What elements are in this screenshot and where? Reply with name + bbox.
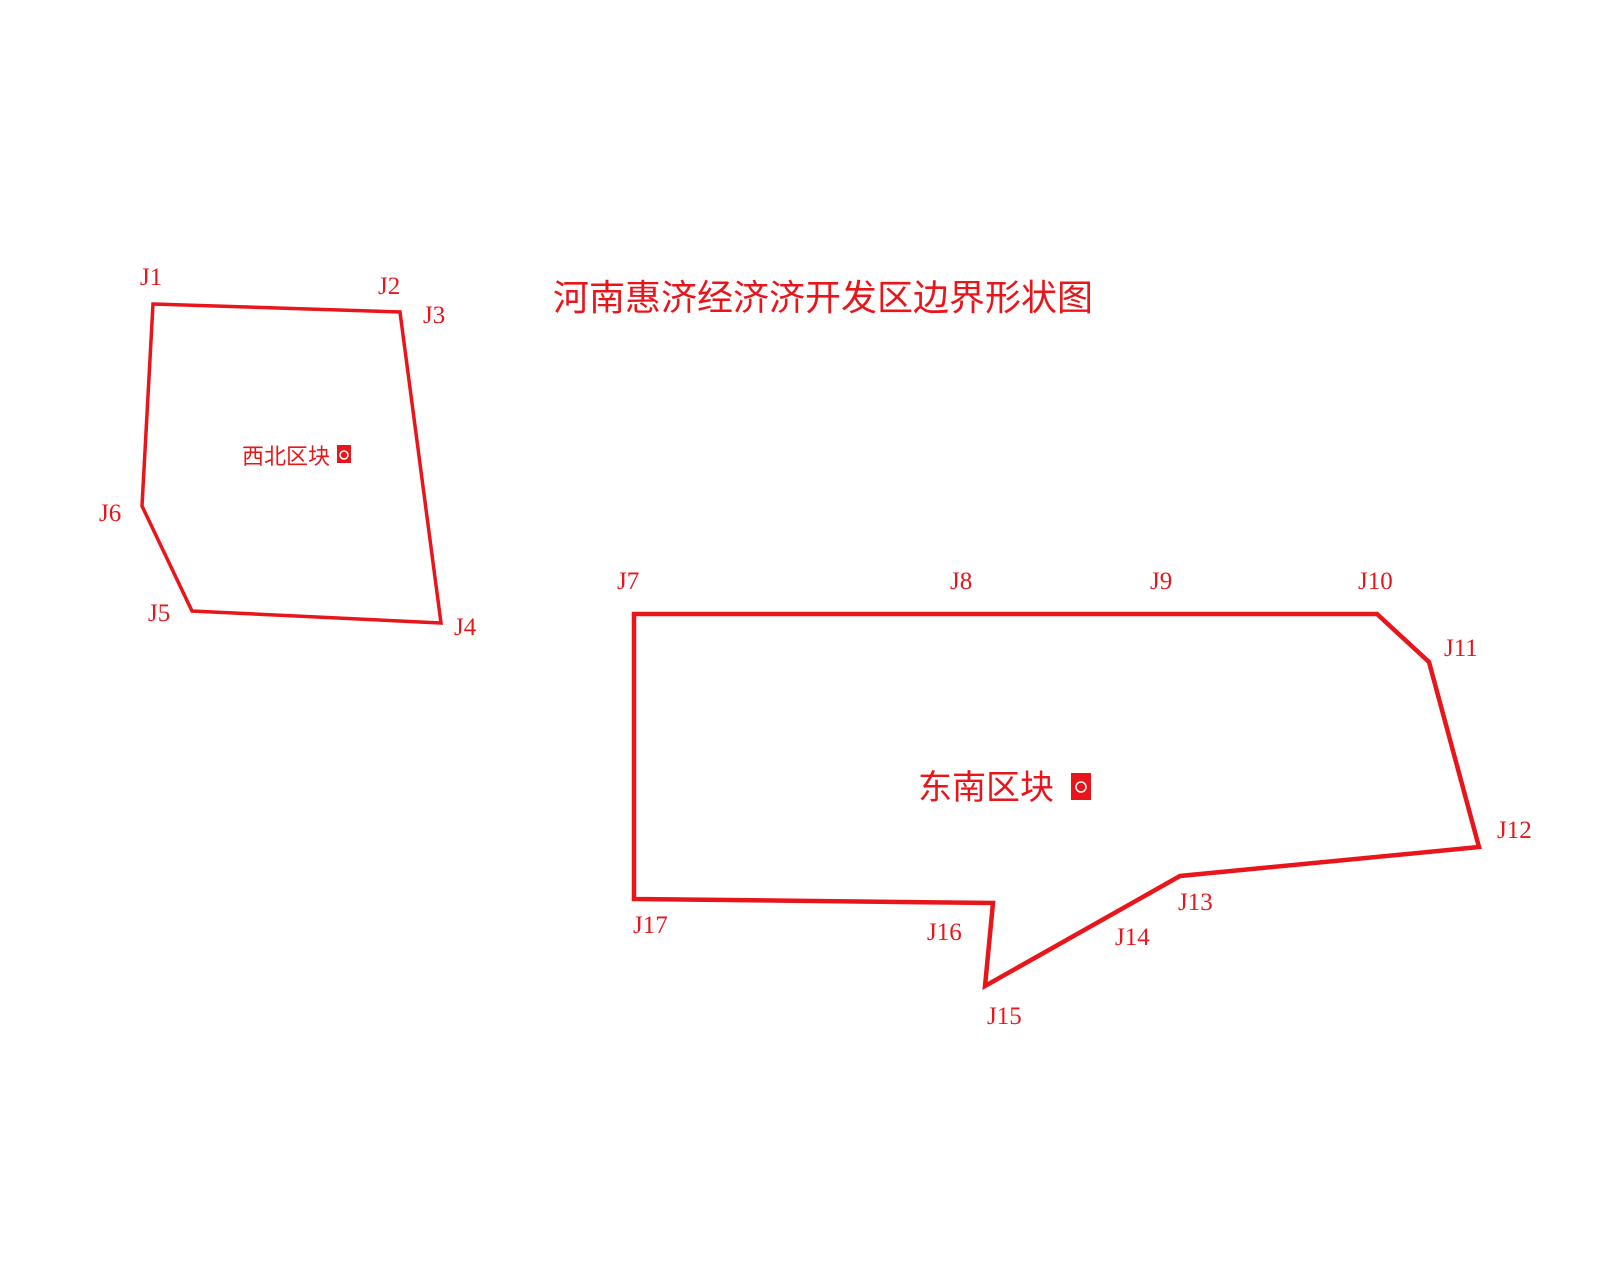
northwest-block-marker-icon — [337, 445, 351, 463]
vertex-label-j11: J11 — [1444, 635, 1478, 662]
vertex-label-j14: J14 — [1115, 924, 1150, 951]
northwest-block-label: 西北区块 — [242, 445, 330, 470]
southeast-block-label: 东南区块 — [918, 768, 1054, 808]
northwest-block-boundary — [140, 302, 444, 625]
vertex-label-j15: J15 — [987, 1003, 1022, 1030]
southeast-block-boundary — [631, 611, 1482, 991]
vertex-label-j16: J16 — [927, 919, 962, 946]
vertex-label-j7: J7 — [617, 568, 639, 595]
vertex-label-j2: J2 — [378, 273, 400, 300]
map-title: 河南惠济经济济开发区边界形状图 — [553, 278, 1093, 319]
vertex-label-j4: J4 — [454, 614, 477, 641]
vertex-label-j12: J12 — [1497, 817, 1532, 844]
vertex-label-j10: J10 — [1358, 568, 1393, 595]
vertex-label-j6: J6 — [99, 500, 121, 527]
vertex-label-j9: J9 — [1150, 568, 1172, 595]
vertex-label-j1: J1 — [140, 264, 162, 291]
southeast-block-marker-icon — [1071, 773, 1091, 800]
vertex-label-j13: J13 — [1178, 889, 1213, 916]
vertex-label-j5: J5 — [148, 600, 170, 627]
vertex-label-j3: J3 — [423, 302, 445, 329]
vertex-label-j8: J8 — [950, 568, 972, 595]
vertex-label-j17: J17 — [633, 912, 668, 939]
